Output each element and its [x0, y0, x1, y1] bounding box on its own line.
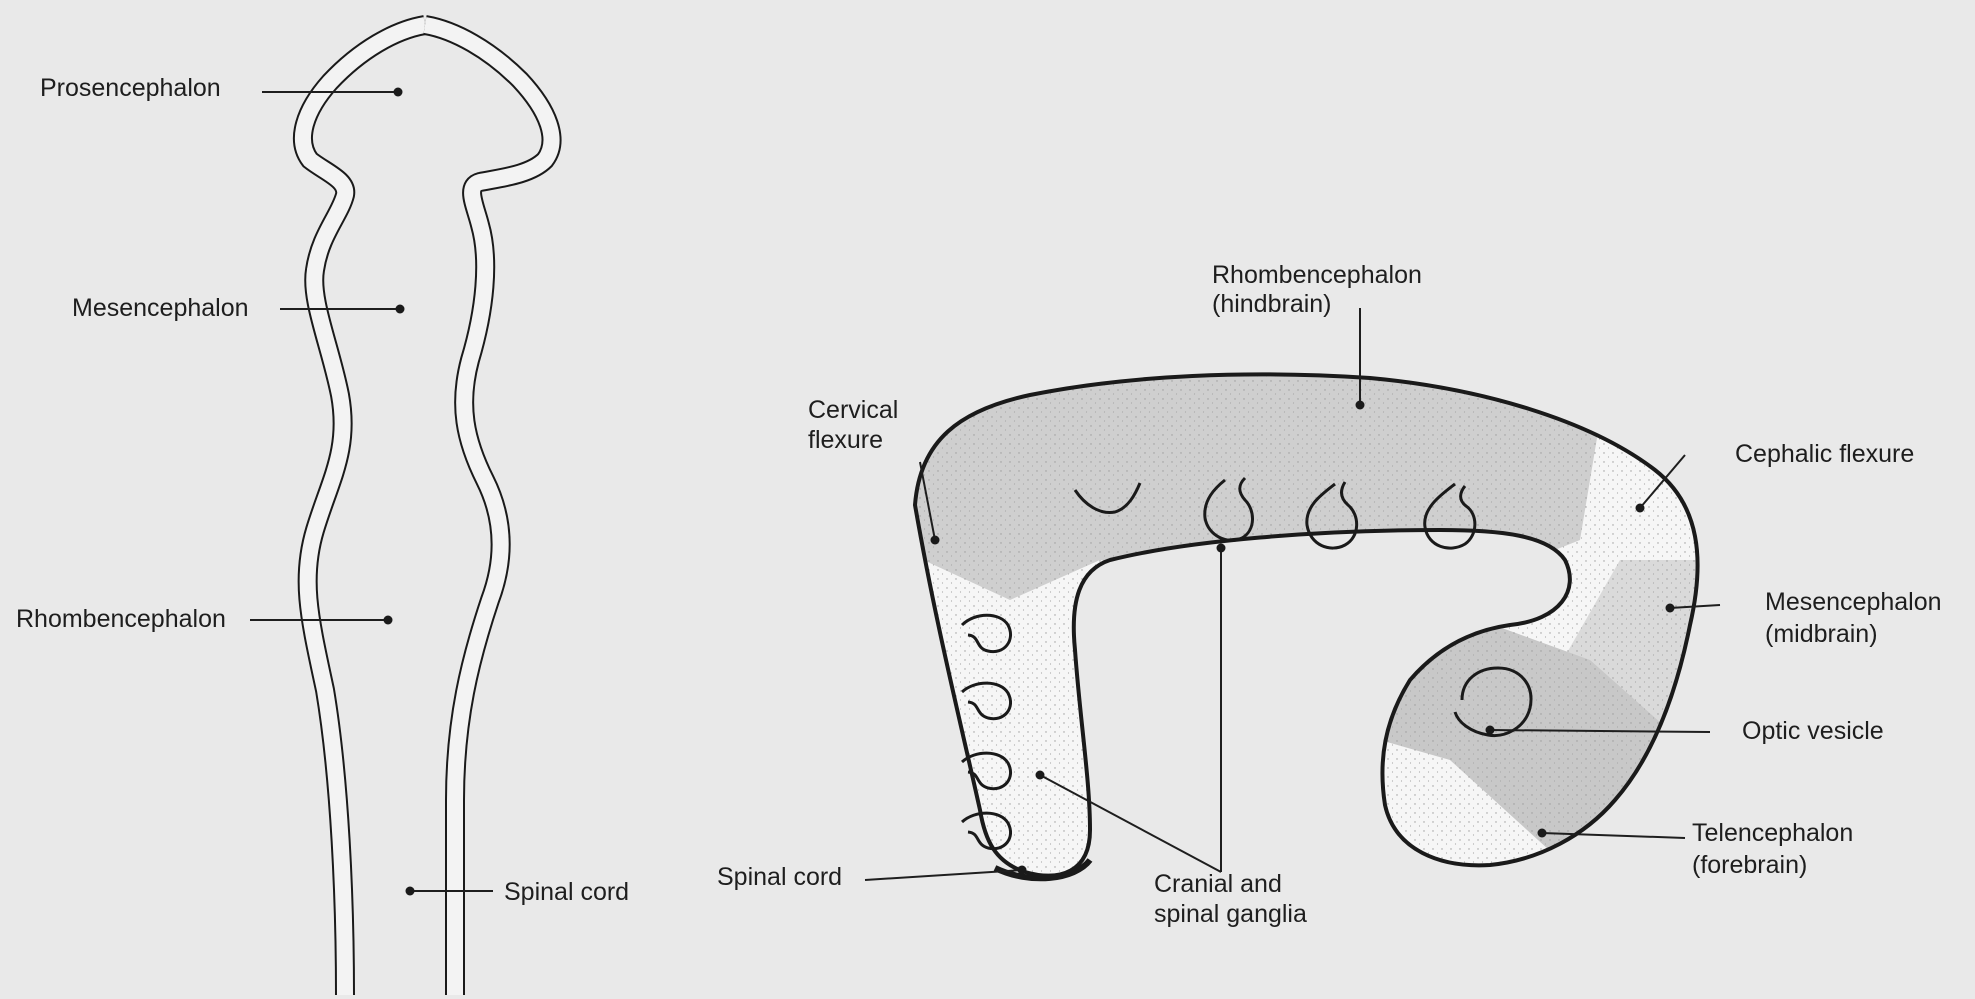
label-hindbrain: (hindbrain): [1212, 290, 1332, 318]
label-cranial-and: Cranial and: [1154, 870, 1282, 898]
neural-tube-figure: [303, 25, 552, 995]
embryo-brain-figure: [880, 360, 1720, 880]
label-rhombencephalon-left: Rhombencephalon: [16, 605, 226, 633]
label-prosencephalon: Prosencephalon: [40, 74, 221, 102]
label-spinal-ganglia: spinal ganglia: [1154, 900, 1307, 928]
label-spinal-cord-left: Spinal cord: [504, 878, 629, 906]
label-mesencephalon: Mesencephalon: [1765, 588, 1942, 616]
label-cephalic-flexure: Cephalic flexure: [1735, 440, 1914, 468]
label-mesencephalon-left: Mesencephalon: [72, 294, 249, 322]
label-midbrain: (midbrain): [1765, 620, 1878, 648]
label-rhombencephalon: Rhombencephalon: [1212, 261, 1422, 289]
label-telencephalon: Telencephalon: [1692, 819, 1853, 847]
label-cervical: Cervical: [808, 396, 898, 424]
left-leader-dots: [384, 88, 415, 896]
label-forebrain: (forebrain): [1692, 851, 1807, 879]
label-spinal-cord: Spinal cord: [717, 863, 842, 891]
label-flexure: flexure: [808, 426, 883, 454]
label-optic-vesicle: Optic vesicle: [1742, 717, 1884, 745]
